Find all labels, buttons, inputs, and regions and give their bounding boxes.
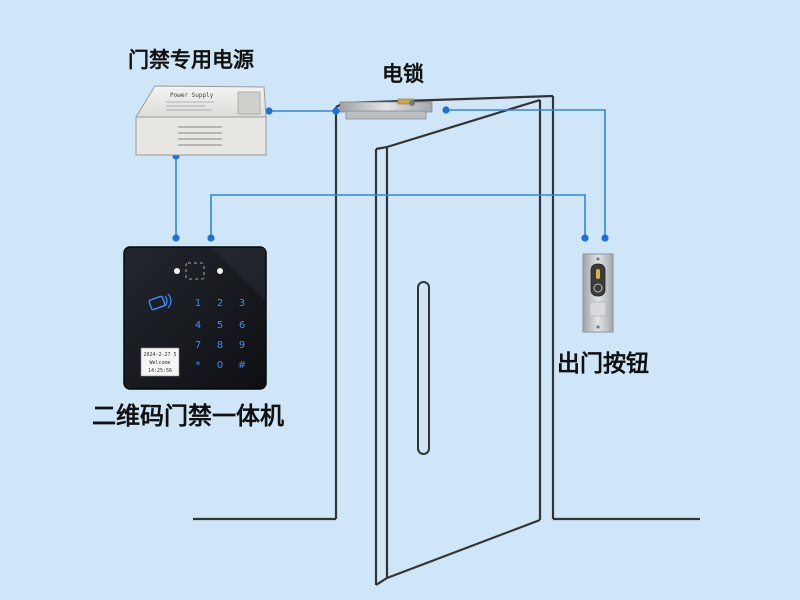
keypad-key: 5 xyxy=(217,320,223,331)
screen-line-welcome: Welcome xyxy=(149,360,170,366)
label-reader: 二维码门禁一体机 xyxy=(92,402,284,430)
label-electric-lock: 电锁 xyxy=(382,62,424,86)
screen-line-time: 14:25:56 xyxy=(148,368,172,374)
keypad-key: 1 xyxy=(195,298,201,309)
power-supply-box: Power Supply xyxy=(135,85,267,156)
card-icon xyxy=(148,293,172,311)
keypad-key: 7 xyxy=(195,340,201,351)
door-handle xyxy=(417,281,430,455)
wiring xyxy=(175,109,606,238)
keypad-key: 2 xyxy=(217,298,223,309)
keypad-key: * xyxy=(196,360,201,371)
wire-reader-to-button xyxy=(210,194,586,238)
wire-lock-to-button xyxy=(446,109,606,238)
exit-button-device xyxy=(582,253,614,333)
reader-keypad: 1 2 3 4 5 6 7 8 9 * 0 # xyxy=(195,298,246,371)
screen-line-date: 2024-2-27 5 xyxy=(143,352,176,358)
qr-reader-device: 1 2 3 4 5 6 7 8 9 * 0 # 2024-2-27 5 Welcome 14:25:5… xyxy=(123,246,267,390)
psu-brand-text: Power Supply xyxy=(170,92,214,99)
label-exit-button: 出门按钮 xyxy=(557,351,649,377)
reader-screen xyxy=(140,347,180,377)
keypad-key: 4 xyxy=(195,320,201,331)
keypad-key: 6 xyxy=(239,320,245,331)
electric-lock xyxy=(339,98,433,120)
door-leaf xyxy=(374,98,542,586)
keypad-key: # xyxy=(238,360,246,371)
label-power-supply: 门禁专用电源 xyxy=(128,48,254,72)
keypad-key: 0 xyxy=(217,360,223,371)
door-frame xyxy=(193,94,700,521)
keypad-key: 3 xyxy=(239,298,245,309)
keypad-key: 9 xyxy=(239,340,245,351)
keypad-key: 8 xyxy=(217,340,223,351)
